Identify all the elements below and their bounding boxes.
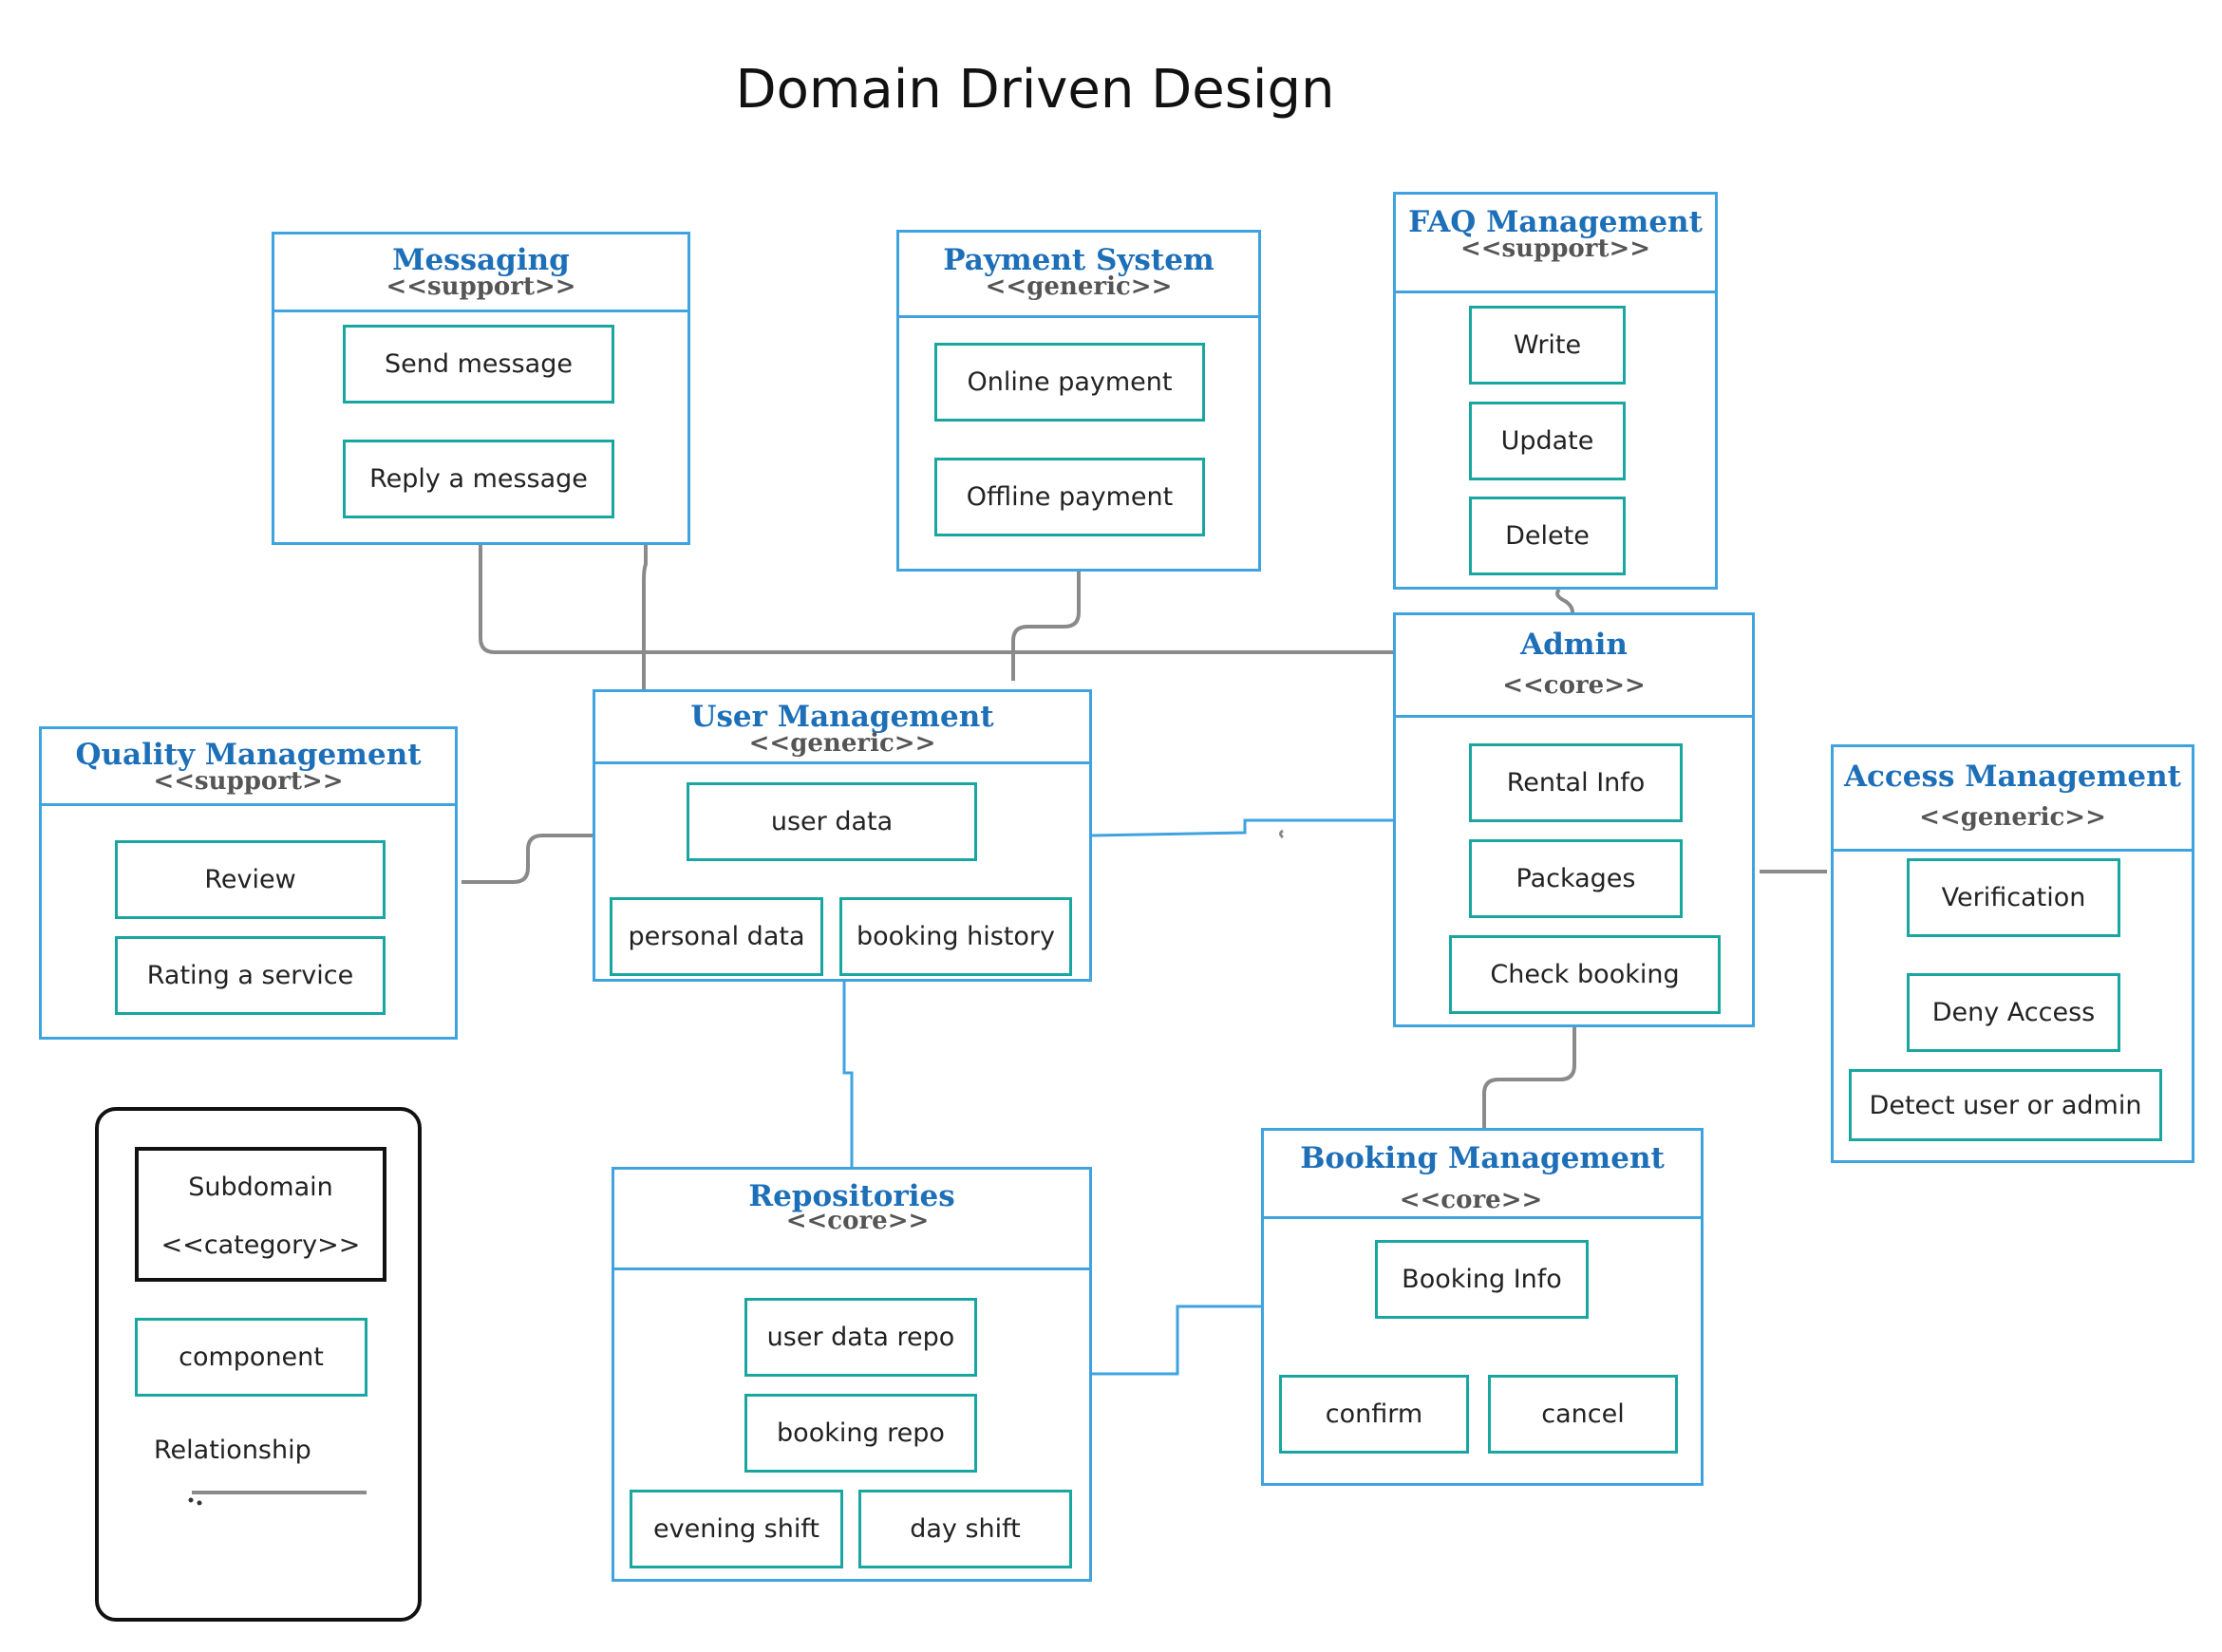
component-booking-info: Booking Info [1375, 1240, 1589, 1319]
subdomain-header: Quality Management <<support>> [42, 729, 455, 806]
relationship-messaging-user-management [642, 545, 648, 689]
subdomain-payment-system: Payment System <<generic>> Online paymen… [896, 230, 1261, 572]
component-online-payment: Online payment [934, 343, 1205, 422]
subdomain-header: Access Management <<generic>> [1834, 747, 2192, 852]
subdomain-name: Messaging [392, 243, 570, 277]
component-user-data-repo: user data repo [744, 1298, 977, 1377]
subdomain-user-management: User Management <<generic>> user data pe… [593, 689, 1092, 982]
legend: Subdomain <<category>> component Relatio… [95, 1107, 422, 1622]
subdomain-quality-management: Quality Management <<support>> Review Ra… [39, 726, 458, 1040]
page-title: Domain Driven Design [735, 59, 1335, 121]
component-cancel: cancel [1488, 1375, 1678, 1454]
legend-relationship-label: Relationship [154, 1436, 311, 1465]
legend-subdomain-box: Subdomain <<category>> [135, 1147, 386, 1282]
subdomain-category: <<core>> [785, 1207, 930, 1235]
relationship-messaging-admin [479, 545, 1394, 654]
subdomain-category: <<support>> [386, 272, 576, 301]
component-send-message: Send message [343, 325, 614, 404]
component-verification: Verification [1907, 858, 2120, 937]
subdomain-repositories: Repositories <<core>> user data repo boo… [612, 1167, 1092, 1582]
subdomain-category: <<generic>> [985, 272, 1173, 301]
component-booking-repo: booking repo [744, 1394, 977, 1473]
subdomain-category: <<generic>> [1919, 803, 2106, 832]
component-write: Write [1469, 306, 1626, 385]
component-packages: Packages [1469, 839, 1683, 918]
component-day-shift: day shift [858, 1490, 1072, 1568]
relationship-admin-booking [1482, 1027, 1576, 1128]
subdomain-name: Booking Management [1300, 1141, 1665, 1175]
subdomain-name: FAQ Management [1408, 205, 1703, 239]
subdomain-header: User Management <<generic>> [595, 692, 1089, 764]
subdomain-header: FAQ Management <<support>> [1396, 195, 1715, 293]
subdomain-category: <<core>> [1502, 671, 1646, 700]
component-user-data: user data [687, 782, 977, 861]
subdomain-name: Admin [1520, 628, 1628, 662]
subdomain-header: Repositories <<core>> [614, 1170, 1089, 1270]
relationship-faq-admin [1555, 588, 1574, 613]
subdomain-name: Quality Management [75, 738, 422, 772]
subdomain-name: User Management [690, 700, 994, 734]
component-booking-history: booking history [839, 897, 1072, 976]
subdomain-category: <<support>> [1459, 235, 1651, 263]
subdomain-category: <<generic>> [748, 729, 936, 758]
subdomain-header: Admin <<core>> [1396, 615, 1752, 718]
component-deny-access: Deny Access [1907, 973, 2120, 1052]
relationship-quality-user-management [461, 834, 593, 884]
subdomain-name: Payment System [943, 243, 1215, 277]
relationship-user-management-repositories [842, 982, 854, 1167]
subdomain-header: Payment System <<generic>> [899, 233, 1258, 318]
component-detect-user-or-admin: Detect user or admin [1849, 1069, 2162, 1141]
component-delete: Delete [1469, 497, 1626, 575]
subdomain-faq-management: FAQ Management <<support>> Write Update … [1393, 192, 1718, 590]
subdomain-name: Repositories [748, 1179, 955, 1213]
component-confirm: confirm [1279, 1375, 1469, 1454]
component-rental-info: Rental Info [1469, 743, 1683, 822]
component-offline-payment: Offline payment [934, 458, 1205, 536]
component-review: Review [115, 840, 386, 919]
component-evening-shift: evening shift [630, 1490, 843, 1568]
component-personal-data: personal data [610, 897, 823, 976]
relationship-user-management-admin [1091, 818, 1394, 837]
component-rating-a-service: Rating a service [115, 936, 386, 1015]
subdomain-admin: Admin <<core>> Rental Info Packages Chec… [1393, 612, 1755, 1027]
subdomain-category: <<support>> [153, 767, 344, 796]
subdomain-header: Messaging <<support>> [274, 235, 687, 312]
legend-category-label: <<category>> [160, 1230, 361, 1260]
subdomain-messaging: Messaging <<support>> Send message Reply… [272, 232, 690, 545]
subdomain-access-management: Access Management <<generic>> Verificati… [1831, 744, 2194, 1163]
component-update: Update [1469, 402, 1626, 480]
relationship-payment-user-management [1011, 572, 1081, 681]
legend-subdomain-label: Subdomain [188, 1173, 333, 1202]
subdomain-booking-management: Booking Management <<core>> Booking Info… [1261, 1128, 1704, 1486]
component-check-booking: Check booking [1449, 935, 1721, 1014]
subdomain-name: Access Management [1843, 760, 2182, 794]
relationship-repositories-booking [1092, 1305, 1261, 1376]
legend-component-box: component [135, 1318, 367, 1397]
subdomain-category: <<core>> [1399, 1186, 1543, 1214]
legend-relationship-line [188, 1491, 367, 1506]
subdomain-header: Booking Management <<core>> [1264, 1131, 1701, 1219]
component-reply-message: Reply a message [343, 440, 614, 518]
